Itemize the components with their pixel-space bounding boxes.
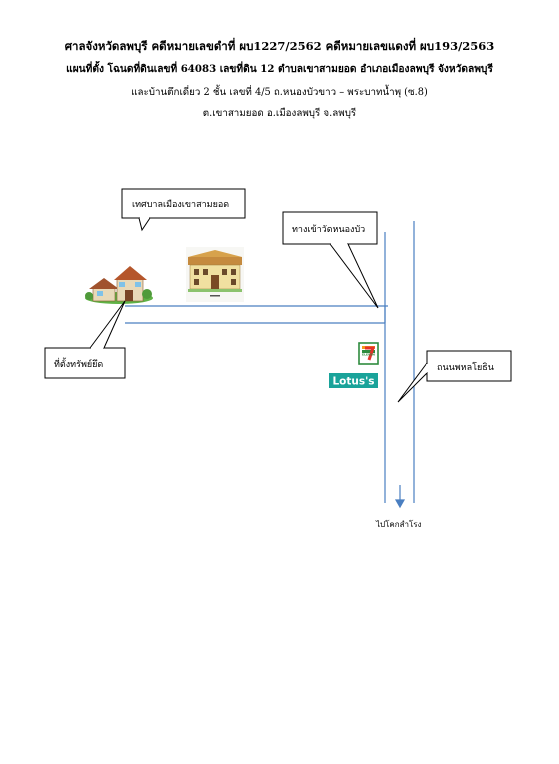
road-network — [125, 221, 415, 503]
header-line-4: ต.เขาสามยอด อ.เมืองลพบุรี จ.ลพบุรี — [202, 108, 357, 119]
callout-property: ที่ตั้งทรัพย์ยึด — [44, 300, 126, 379]
property-label: ที่ตั้งทรัพย์ยึด — [54, 357, 103, 370]
header-line-3: และบ้านตึกเดี่ยว 2 ชั้น เลขที่ 4/5 ถ.หนอ… — [131, 87, 428, 98]
arrow-down-icon — [394, 485, 406, 509]
municipality-label: เทศบาลเมืองเขาสามยอด — [132, 199, 229, 210]
municipality-building-icon — [186, 247, 244, 302]
seven-eleven-label: ELEVEN — [362, 353, 375, 357]
main-road-label: ถนนพหลโยธิน — [437, 362, 494, 373]
callout-main-road: ถนนพหลโยธิน — [397, 350, 512, 403]
callout-municipality: เทศบาลเมืองเขาสามยอด — [121, 188, 246, 232]
lotus-logo-icon: Lotus's — [329, 373, 378, 388]
lotus-label: Lotus's — [332, 376, 374, 388]
seven-eleven-logo-icon: ELEVEN — [358, 342, 379, 365]
house-icon — [85, 266, 153, 304]
header-line-1: ศาลจังหวัดลพบุรี คดีหมายเลขดำที่ ผบ1227/… — [64, 39, 495, 53]
callout-temple-entrance: ทางเข้าวัดหนองบัว — [282, 211, 379, 309]
header-line-2: แผนที่ตั้ง โฉนดที่ดินเลขที่ 64083 เลขที่… — [66, 63, 493, 75]
temple-entrance-label: ทางเข้าวัดหนองบัว — [292, 224, 365, 235]
to-factory-label: ไปโคกสำโรง — [375, 519, 422, 529]
